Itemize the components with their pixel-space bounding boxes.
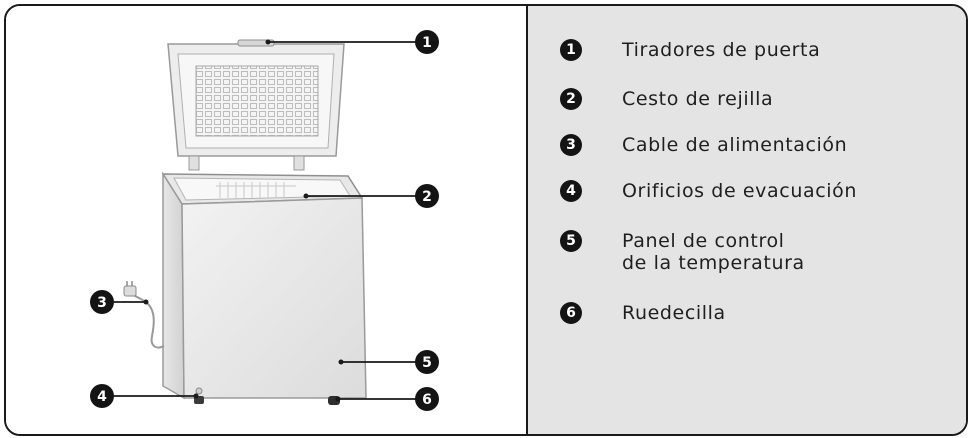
legend-number-badge: 5 xyxy=(560,230,582,252)
freezer-cabinet xyxy=(161,171,367,405)
callout-badge-3: 3 xyxy=(90,290,114,314)
lid-hinge-right xyxy=(293,155,305,171)
legend-label: Cesto de rejilla xyxy=(622,88,773,110)
legend-number-badge: 1 xyxy=(560,39,582,61)
callout-badge-5: 5 xyxy=(415,350,439,374)
legend-label: Tiradores de puerta xyxy=(622,39,820,61)
callout-badge-4: 4 xyxy=(90,384,114,408)
svg-text:6: 6 xyxy=(422,392,432,408)
drain-hole xyxy=(195,387,203,395)
legend-label-line: Cable de alimentación xyxy=(622,134,848,156)
svg-text:5: 5 xyxy=(422,355,432,371)
legend-panel: 1 Tiradores de puerta 2 Cesto de rejilla… xyxy=(528,6,966,434)
legend-label-line: Ruedecilla xyxy=(622,302,726,324)
svg-text:4: 4 xyxy=(97,389,107,405)
wire-basket xyxy=(216,182,296,198)
legend-label: Ruedecilla xyxy=(622,302,726,324)
panel-divider xyxy=(526,6,528,434)
legend-item-caster: 6 Ruedecilla xyxy=(560,302,726,324)
legend-item-temperature-panel: 5 Panel de control de la temperatura xyxy=(560,230,805,274)
legend-label-line: Orificios de evacuación xyxy=(622,180,857,202)
legend-label: Orificios de evacuación xyxy=(622,180,857,202)
legend-number-badge: 4 xyxy=(560,180,582,202)
power-cable xyxy=(123,281,165,349)
leader-dots xyxy=(143,39,344,402)
legend-item-wire-basket: 2 Cesto de rejilla xyxy=(560,88,773,110)
legend-label-line: Cesto de rejilla xyxy=(622,88,774,110)
callout-badge-2: 2 xyxy=(415,184,439,208)
callout-badge-1: 1 xyxy=(415,30,439,54)
lid-hinge-left xyxy=(188,155,200,171)
leader-lines xyxy=(114,41,416,400)
freezer-lid xyxy=(167,39,345,171)
legend-item-power-cable: 3 Cable de alimentación xyxy=(560,134,847,156)
power-plug xyxy=(123,285,137,297)
freezer-illustration: 1 2 3 4 5 6 xyxy=(90,30,439,411)
callout-badge-6: 6 xyxy=(415,387,439,411)
svg-text:1: 1 xyxy=(422,35,432,51)
legend-label-line: Tiradores de puerta xyxy=(622,39,821,61)
diagram-frame: 1 2 3 4 5 6 xyxy=(4,4,968,436)
svg-text:3: 3 xyxy=(97,295,107,311)
door-handle xyxy=(237,39,275,47)
legend-item-drain-holes: 4 Orificios de evacuación xyxy=(560,180,857,202)
legend-number-badge: 3 xyxy=(560,134,582,156)
legend-number-badge: 2 xyxy=(560,88,582,110)
legend-label-line: Panel de control xyxy=(622,230,785,252)
freezer-illustration-panel: 1 2 3 4 5 6 xyxy=(6,6,526,434)
svg-text:2: 2 xyxy=(422,189,432,205)
legend-item-door-handles: 1 Tiradores de puerta xyxy=(560,39,820,61)
legend-label-line: de la temperatura xyxy=(622,252,805,274)
lid-inner-grid xyxy=(195,65,319,137)
legend-number-badge: 6 xyxy=(560,302,582,324)
legend-label: Cable de alimentación xyxy=(622,134,847,156)
legend-label: Panel de control de la temperatura xyxy=(622,230,805,274)
